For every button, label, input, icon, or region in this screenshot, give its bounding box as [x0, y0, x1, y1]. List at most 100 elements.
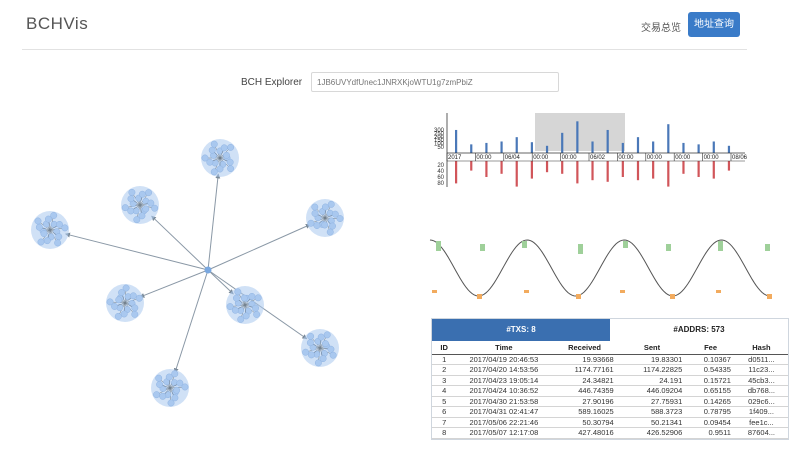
received-bar[interactable]	[621, 142, 624, 153]
received-bar[interactable]	[515, 137, 518, 153]
address-node[interactable]	[302, 348, 310, 356]
address-node[interactable]	[156, 381, 164, 388]
address-node[interactable]	[336, 215, 344, 222]
received-bar[interactable]	[697, 144, 700, 153]
address-node[interactable]	[171, 370, 179, 378]
sent-bar[interactable]	[621, 161, 624, 177]
address-node[interactable]	[61, 224, 69, 232]
address-node[interactable]	[242, 312, 250, 320]
address-node[interactable]	[252, 304, 259, 312]
address-node[interactable]	[54, 239, 62, 247]
address-node[interactable]	[254, 294, 262, 302]
address-node[interactable]	[40, 230, 48, 238]
address-node[interactable]	[133, 216, 141, 224]
sent-bar[interactable]	[485, 161, 488, 177]
address-node[interactable]	[131, 304, 139, 312]
sent-marker[interactable]	[432, 290, 437, 293]
address-node[interactable]	[165, 373, 173, 381]
sent-bar[interactable]	[606, 161, 609, 182]
address-node[interactable]	[121, 204, 129, 212]
address-cluster[interactable]	[106, 284, 144, 322]
address-node[interactable]	[167, 399, 175, 407]
address-node[interactable]	[329, 222, 336, 230]
address-node[interactable]	[118, 289, 125, 297]
address-cluster[interactable]	[226, 286, 264, 324]
sent-marker[interactable]	[670, 294, 675, 299]
sent-marker[interactable]	[477, 294, 482, 299]
address-node[interactable]	[227, 165, 235, 173]
address-node[interactable]	[248, 292, 256, 300]
sent-bar[interactable]	[697, 161, 700, 177]
address-cluster[interactable]	[301, 329, 339, 367]
address-node[interactable]	[314, 359, 322, 367]
received-bar[interactable]	[727, 145, 731, 153]
sent-bar[interactable]	[455, 161, 458, 184]
address-node[interactable]	[326, 228, 334, 236]
address-node[interactable]	[114, 312, 122, 320]
address-node[interactable]	[220, 144, 228, 152]
address-search-input[interactable]	[311, 72, 559, 92]
address-node[interactable]	[159, 392, 167, 400]
address-node[interactable]	[127, 207, 135, 215]
address-node[interactable]	[327, 200, 335, 208]
address-node[interactable]	[34, 217, 42, 225]
nav-tx-overview[interactable]: 交易总览	[641, 23, 681, 34]
received-marker[interactable]	[578, 244, 583, 254]
received-marker[interactable]	[666, 244, 671, 251]
address-node[interactable]	[171, 394, 179, 402]
address-cluster[interactable]	[151, 369, 189, 407]
address-node[interactable]	[153, 391, 161, 399]
address-node[interactable]	[307, 332, 315, 340]
address-node[interactable]	[317, 333, 325, 341]
address-node[interactable]	[151, 204, 159, 212]
received-bar[interactable]	[455, 129, 458, 153]
brush-selection[interactable]	[535, 113, 625, 151]
sent-marker[interactable]	[524, 290, 529, 293]
address-node[interactable]	[321, 203, 329, 211]
address-node[interactable]	[210, 140, 218, 148]
column-header[interactable]: Hash	[734, 341, 788, 355]
address-node[interactable]	[176, 379, 184, 387]
address-node[interactable]	[231, 306, 239, 314]
received-marker[interactable]	[522, 241, 527, 248]
received-bar[interactable]	[470, 144, 473, 153]
address-node[interactable]	[145, 189, 153, 197]
address-node[interactable]	[37, 238, 45, 246]
received-bar[interactable]	[591, 141, 594, 153]
tab-txs[interactable]: #TXS: 8	[432, 319, 610, 341]
column-header[interactable]: Sent	[617, 341, 687, 355]
address-node[interactable]	[232, 294, 240, 302]
tab-addrs[interactable]: #ADDRS: 573	[610, 319, 788, 341]
sent-bar[interactable]	[545, 161, 549, 173]
sent-bar[interactable]	[727, 161, 731, 171]
address-cluster[interactable]	[201, 139, 239, 177]
received-marker[interactable]	[718, 241, 723, 251]
address-node[interactable]	[307, 351, 315, 359]
address-node[interactable]	[307, 219, 315, 227]
received-bar[interactable]	[606, 129, 609, 153]
address-node[interactable]	[106, 298, 114, 306]
address-node[interactable]	[253, 310, 261, 318]
address-node[interactable]	[331, 210, 339, 218]
address-node[interactable]	[127, 195, 135, 203]
address-node[interactable]	[311, 209, 319, 217]
sent-bar[interactable]	[470, 161, 473, 171]
address-node[interactable]	[115, 296, 123, 304]
received-bar[interactable]	[545, 145, 549, 153]
address-node[interactable]	[44, 215, 52, 223]
address-node[interactable]	[56, 220, 63, 228]
address-node[interactable]	[227, 143, 235, 151]
address-node[interactable]	[234, 288, 242, 296]
address-node[interactable]	[321, 221, 329, 229]
center-address-node[interactable]	[204, 266, 212, 274]
address-node[interactable]	[329, 351, 337, 359]
address-node[interactable]	[55, 233, 63, 241]
sent-marker[interactable]	[767, 294, 772, 299]
received-bar[interactable]	[576, 121, 579, 153]
